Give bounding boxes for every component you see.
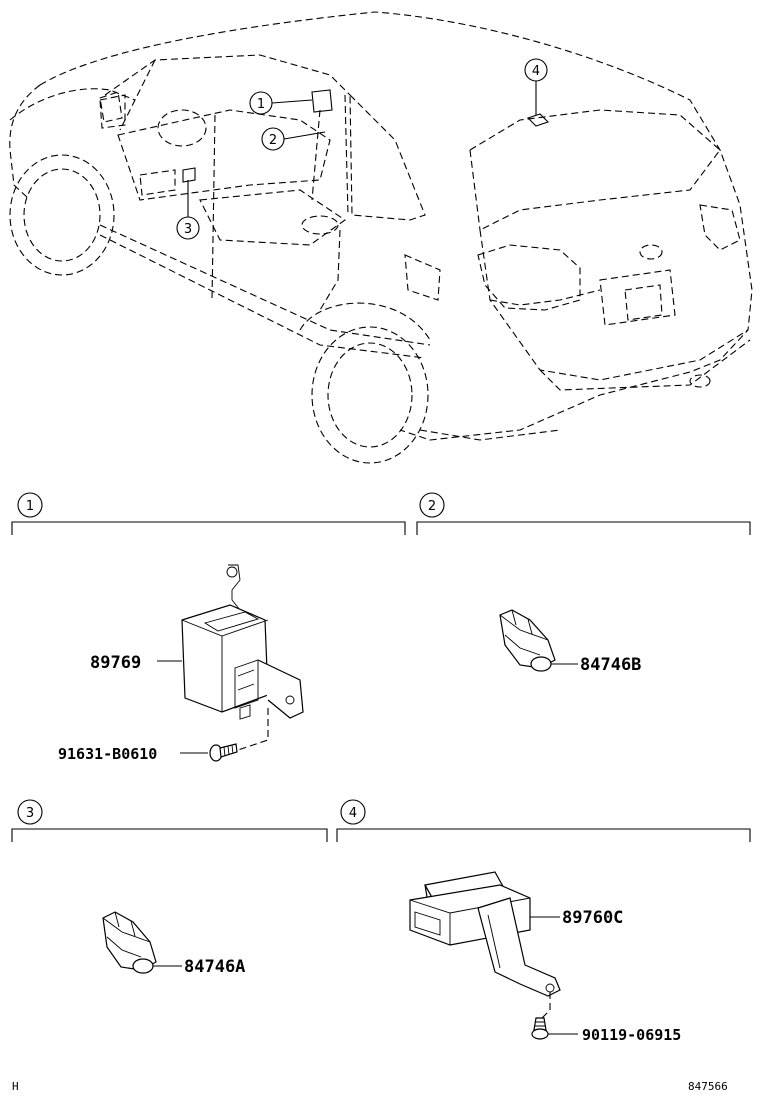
section-1: 1 89769 91631-B0610 (11, 492, 406, 763)
callout-1-label: 1 (257, 97, 265, 112)
section-3: 3 84746A (11, 799, 328, 977)
part-number-89769: 89769 (90, 653, 141, 673)
section-4-number: 4 (349, 806, 357, 821)
callout-2-label: 2 (269, 133, 277, 148)
footer-diagram-number: 847566 (688, 1080, 728, 1093)
bolt-90119-06915 (531, 1017, 549, 1040)
bolt-91631-b0610 (209, 743, 238, 762)
callout-3-label: 3 (184, 222, 192, 237)
part-number-90119-06915: 90119-06915 (582, 1026, 681, 1044)
part-number-84746a: 84746A (184, 957, 245, 977)
part-number-84746b: 84746B (580, 655, 641, 675)
part-number-91631-b0610: 91631-B0610 (58, 745, 157, 763)
part-number-89760c: 89760C (562, 908, 623, 928)
section-2: 2 84746B (416, 492, 751, 675)
section-4: 4 89760C 90119-06915 (336, 799, 751, 1044)
section-3-number: 3 (26, 806, 34, 821)
sensor-module-89760c (409, 871, 561, 997)
callout-4-label: 4 (532, 64, 540, 79)
vehicle-overview: 1 2 3 4 (9, 11, 753, 464)
section-1-number: 1 (26, 499, 34, 514)
sensor-84746a (102, 911, 157, 974)
section-2-number: 2 (428, 499, 436, 514)
sensor-84746b (499, 609, 556, 672)
ecu-module-89769 (181, 564, 304, 720)
footer-left-code: H (12, 1080, 19, 1093)
